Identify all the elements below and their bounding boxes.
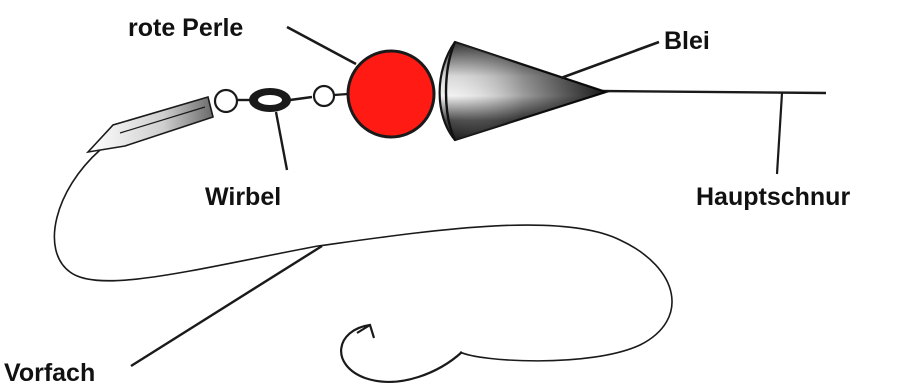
small-bead-left-icon [215,90,237,112]
label-rote-perle: rote Perle [128,14,243,42]
label-wirbel: Wirbel [205,183,281,211]
label-vorfach: Vorfach [4,359,95,387]
label-blei: Blei [664,27,710,55]
main-line [600,91,826,93]
small-bead-right-icon [314,86,334,106]
pointer-blei [561,42,659,78]
sleeve-icon [88,97,213,152]
label-hauptschnur: Hauptschnur [696,183,850,211]
swivel-icon [237,88,312,112]
pointer-rote-perle [287,27,356,64]
hook-icon [341,325,462,382]
sinker-icon [440,42,606,140]
red-bead-icon [348,51,434,137]
pointer-hauptschnur [777,93,782,174]
pointer-wirbel [276,112,287,170]
